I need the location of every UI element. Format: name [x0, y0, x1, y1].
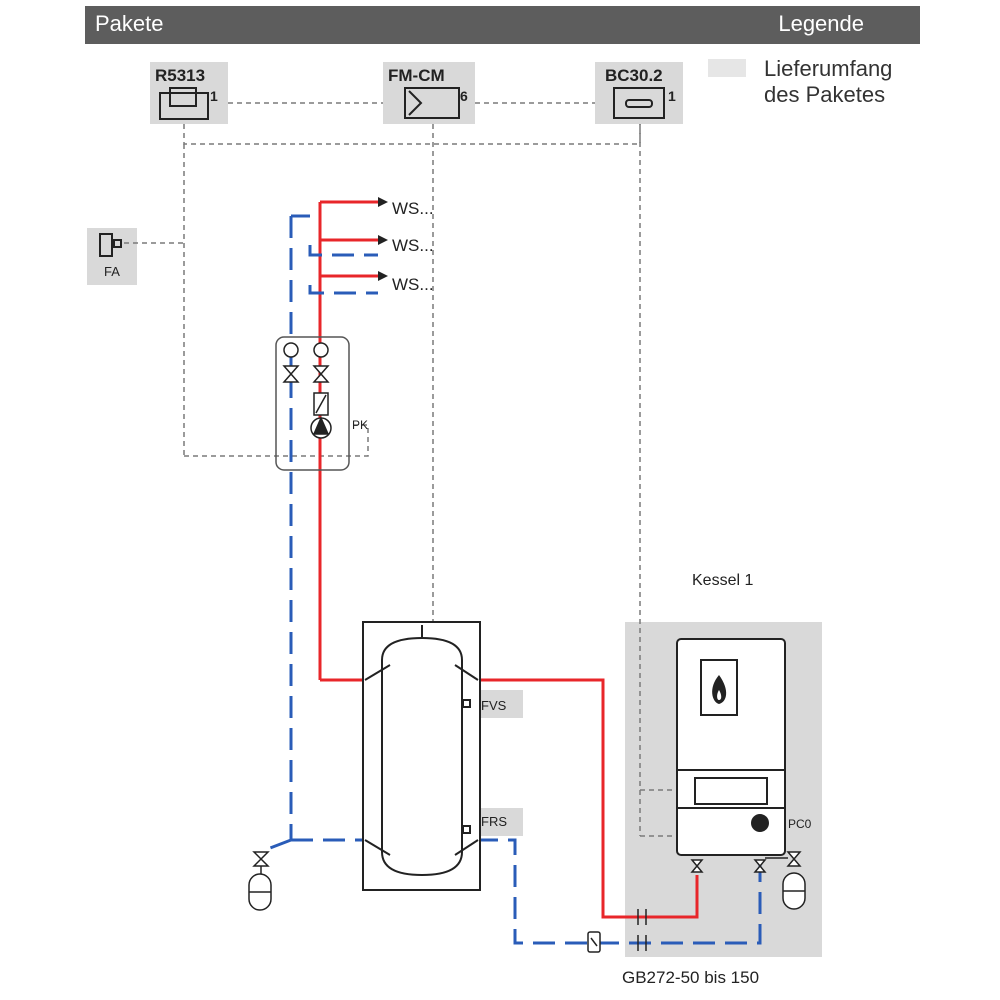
fmcm-count: 6: [460, 88, 468, 104]
expansion-vessel-left: [248, 851, 272, 911]
legend-text: Lieferumfang des Paketes: [764, 56, 924, 108]
fvs-package-bg: [476, 690, 523, 718]
fa-label: FA: [104, 264, 120, 279]
fmcm-module-icon: [404, 87, 460, 119]
bc302-package-bg: [595, 62, 683, 124]
fvs-label: FVS: [481, 698, 507, 713]
frs-package-bg: [476, 808, 523, 836]
pipe-connectors: [637, 909, 647, 951]
r5313-count: 1: [210, 88, 218, 104]
header-title-legende: Legende: [778, 11, 864, 36]
ws-label-3: WS...: [392, 275, 434, 294]
separator-icon: [587, 931, 601, 953]
frs-label: FRS: [481, 814, 507, 829]
pump-group-frame: [275, 336, 350, 471]
pc0-label: PC0: [788, 817, 812, 831]
ws-label-2: WS...: [392, 236, 434, 255]
boiler-model: GB272-50 bis 150: [622, 968, 759, 987]
bc302-label: BC30.2: [605, 66, 663, 85]
boiler-unit: [676, 638, 786, 856]
fmcm-label: FM-CM: [388, 66, 445, 85]
legend-line-2: des Paketes: [764, 82, 886, 107]
fa-outdoor-sensor-icon: [99, 233, 122, 257]
boiler-valves: [690, 851, 806, 910]
return-piping: [264, 214, 762, 945]
supply-arrow-heads: [378, 197, 388, 281]
header-title-pakete: Pakete: [95, 11, 164, 36]
storage-tank: [362, 621, 481, 891]
legend-line-1: Lieferumfang: [764, 56, 893, 81]
bc302-count: 1: [668, 88, 676, 104]
pump-group-components: [282, 342, 332, 439]
boiler-title: Kessel 1: [692, 572, 753, 589]
pk-label: PK: [352, 418, 368, 432]
ws-label-1: WS...: [392, 199, 434, 218]
r5313-label: R5313: [155, 66, 205, 85]
bc302-controller-icon: [613, 87, 665, 119]
header-bar: Pakete Legende: [85, 6, 920, 44]
r5313-room-unit-icon: [159, 87, 209, 120]
flame-icon: [712, 675, 727, 704]
supply-piping: [318, 200, 699, 919]
legend-swatch: [708, 59, 746, 77]
